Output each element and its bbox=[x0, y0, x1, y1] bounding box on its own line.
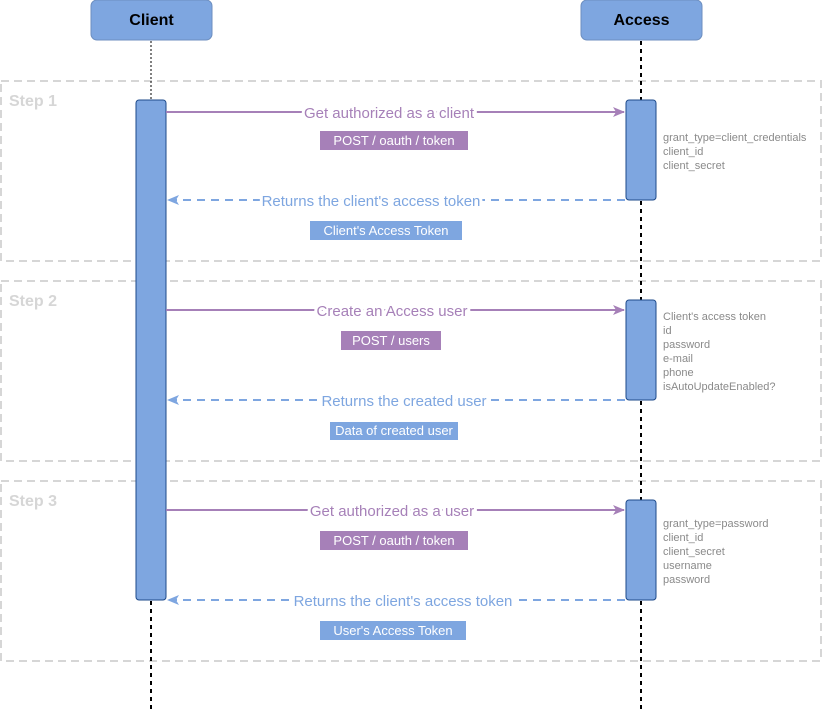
request-tag-3: POST / oauth / token bbox=[333, 533, 454, 548]
client-activation-bar bbox=[135, 99, 167, 601]
param-line: client_id bbox=[663, 146, 703, 158]
access-activation-bar-2 bbox=[625, 299, 657, 401]
access-activation-bar-3 bbox=[625, 499, 657, 601]
response-label-1: Returns the client's access token bbox=[262, 193, 481, 210]
response-tag-bg-1 bbox=[310, 221, 462, 240]
request-tag-bg-2 bbox=[341, 331, 441, 350]
step-label: Step 1 bbox=[9, 93, 57, 110]
step-label: Step 3 bbox=[9, 493, 57, 510]
params-note-2: Client's access token id password e-mail… bbox=[663, 311, 776, 393]
participant-client-label: Client bbox=[129, 12, 174, 29]
step-frame-3: Step 3 bbox=[0, 480, 822, 662]
request-label-2: Create an Access user bbox=[317, 303, 468, 320]
access-activation-bar-1 bbox=[625, 99, 657, 201]
response-tag-1: Client's Access Token bbox=[323, 223, 448, 238]
response-label-2: Returns the created user bbox=[321, 393, 486, 410]
request-tag-bg-3 bbox=[320, 531, 468, 550]
param-line: client_id bbox=[663, 532, 703, 544]
param-line: password bbox=[663, 339, 710, 351]
participant-access[interactable]: Access bbox=[580, 0, 703, 41]
request-label-3: Get authorized as a user bbox=[310, 503, 474, 520]
response-tag-2: Data of created user bbox=[335, 423, 453, 438]
request-tag-1: POST / oauth / token bbox=[333, 133, 454, 148]
param-line: password bbox=[663, 574, 710, 586]
param-line: isAutoUpdateEnabled? bbox=[663, 381, 776, 393]
participant-client[interactable]: Client bbox=[90, 0, 213, 41]
step-frame-1: Step 1 bbox=[0, 80, 822, 262]
request-tag-bg-1 bbox=[320, 131, 468, 150]
response-tag-3: User's Access Token bbox=[333, 623, 452, 638]
request-label-1: Get authorized as a client bbox=[304, 105, 475, 122]
param-line: e-mail bbox=[663, 353, 693, 365]
response-tag-bg-2 bbox=[330, 422, 458, 440]
param-line: client_secret bbox=[663, 546, 725, 558]
participant-access-label: Access bbox=[613, 12, 669, 29]
param-line: phone bbox=[663, 367, 694, 379]
step-label: Step 2 bbox=[9, 293, 57, 310]
param-line: client_secret bbox=[663, 160, 725, 172]
request-tag-2: POST / users bbox=[352, 333, 430, 348]
param-line: grant_type=client_credentials bbox=[663, 132, 807, 144]
param-line: id bbox=[663, 325, 672, 337]
params-note-3: grant_type=password client_id client_sec… bbox=[663, 518, 768, 586]
response-tag-bg-3 bbox=[320, 621, 466, 640]
param-line: grant_type=password bbox=[663, 518, 768, 530]
response-label-3: Returns the client's access token bbox=[294, 593, 513, 610]
params-note-1: grant_type=client_credentials client_id … bbox=[663, 132, 807, 172]
param-line: Client's access token bbox=[663, 311, 766, 323]
param-line: username bbox=[663, 560, 712, 572]
step-frame-2: Step 2 bbox=[0, 280, 822, 462]
